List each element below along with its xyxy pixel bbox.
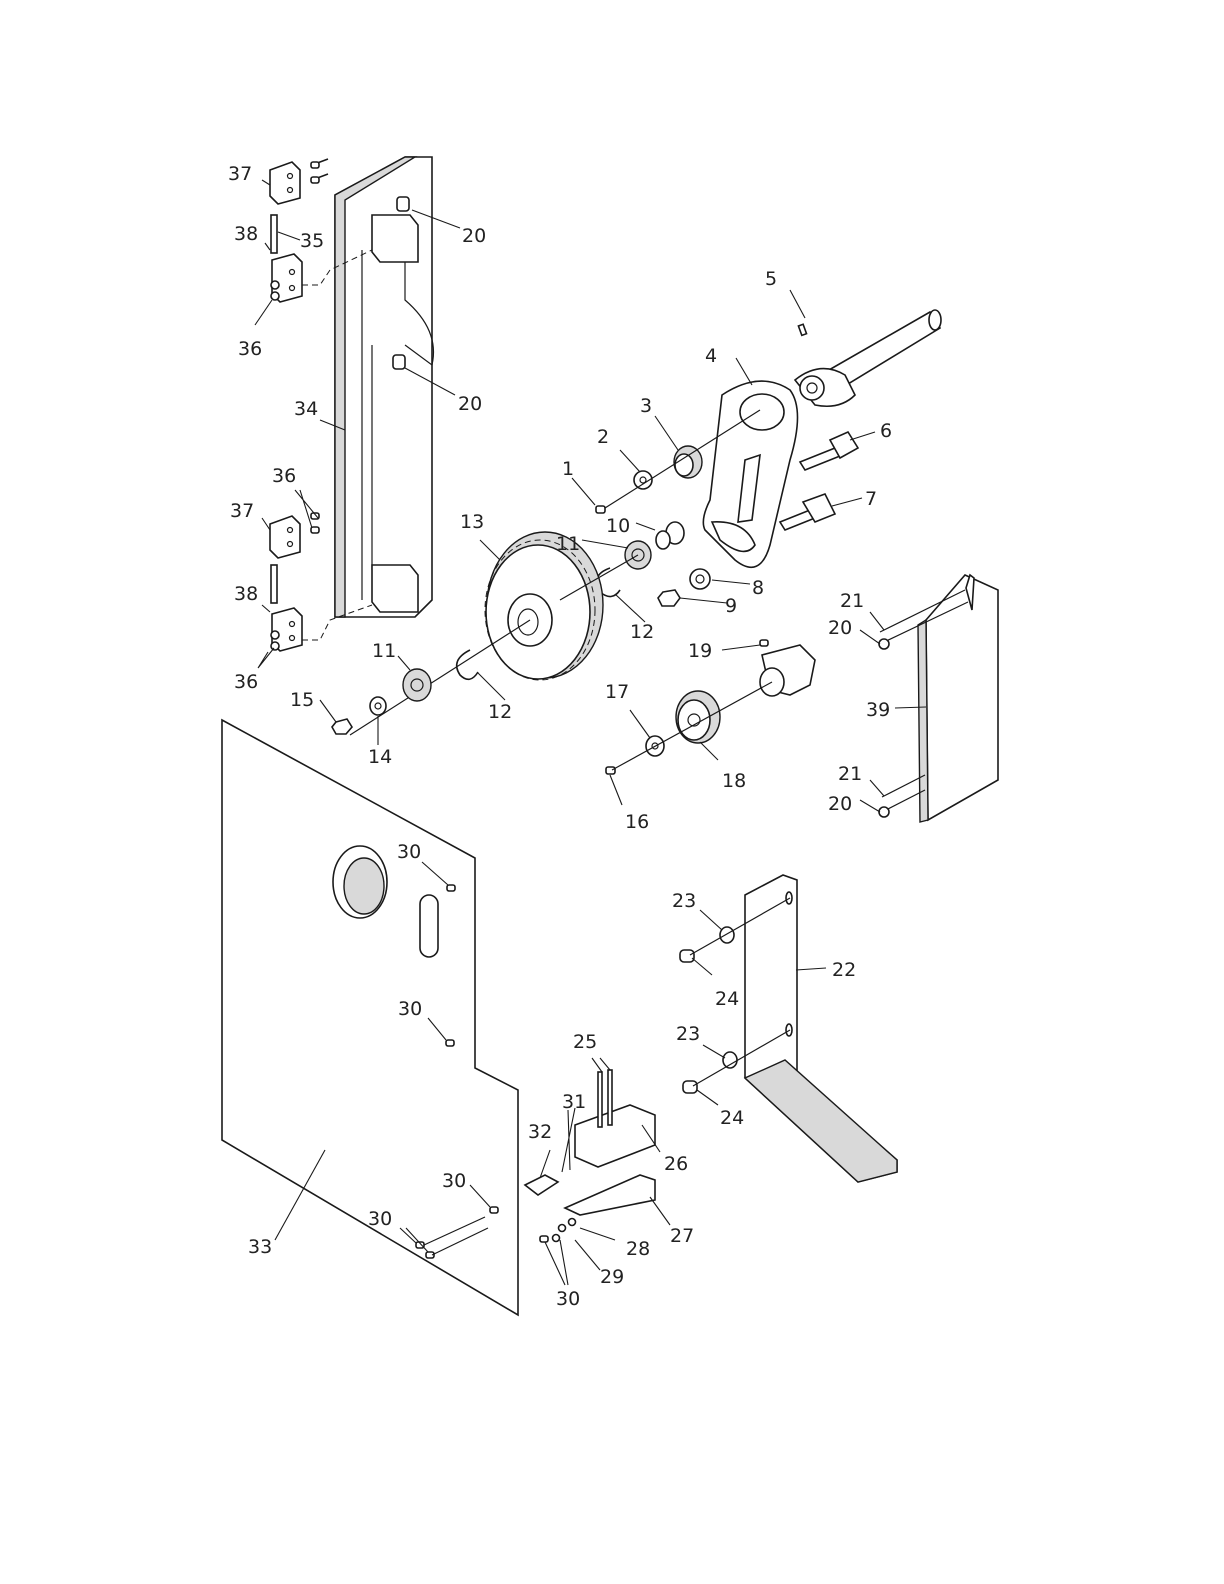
part-28-29-washers <box>553 1219 576 1242</box>
callout-32: 32 <box>528 1121 552 1143</box>
callout-5: 5 <box>765 268 777 290</box>
callout-24-lower: 24 <box>720 1107 744 1129</box>
part-4-swing-arm <box>703 381 797 567</box>
part-5-spindle-shaft <box>795 310 941 406</box>
part-6-stud <box>800 432 858 470</box>
callout-20-mid: 20 <box>458 393 482 415</box>
callout-24-upper: 24 <box>715 988 739 1010</box>
part-22-chip-tray <box>745 875 897 1182</box>
callout-36-lower: 36 <box>234 671 258 693</box>
part-35-hinge-pin-lower <box>271 565 277 603</box>
callout-12-lower: 12 <box>488 701 512 723</box>
callout-20-top: 20 <box>462 225 486 247</box>
callout-12-upper: 12 <box>630 621 654 643</box>
part-32-switch <box>525 1175 558 1195</box>
part-26-switch-block <box>575 1070 655 1167</box>
callout-30-a: 30 <box>397 841 421 863</box>
callout-38-lower: 38 <box>234 583 258 605</box>
part-10-bushing <box>656 522 684 549</box>
callout-29: 29 <box>600 1266 624 1288</box>
callout-30-c: 30 <box>442 1170 466 1192</box>
callout-37-upper: 37 <box>228 163 252 185</box>
part-39-cover-plate <box>879 575 998 822</box>
part-7-stud <box>780 494 835 530</box>
callout-35: 35 <box>300 230 324 252</box>
part-9-nut <box>658 590 680 606</box>
callout-8: 8 <box>752 577 764 599</box>
part-14-washer <box>370 697 386 715</box>
callout-23-lower: 23 <box>676 1023 700 1045</box>
part-24-screw-upper <box>680 950 694 962</box>
part-37-hinge-upper <box>270 159 328 204</box>
callout-2: 2 <box>597 426 609 448</box>
callout-38-upper: 38 <box>234 223 258 245</box>
callout-21-upper: 21 <box>840 590 864 612</box>
part-34-column <box>335 157 433 617</box>
callout-23-upper: 23 <box>672 890 696 912</box>
callout-30-b: 30 <box>398 998 422 1020</box>
part-1-screw <box>596 506 605 513</box>
part-27-mount-plate <box>565 1175 655 1215</box>
callout-19: 19 <box>688 640 712 662</box>
part-24-screw-lower <box>683 1081 697 1093</box>
callout-30-e: 30 <box>556 1288 580 1310</box>
callout-13: 13 <box>460 511 484 533</box>
callout-18: 18 <box>722 770 746 792</box>
callout-6: 6 <box>880 420 892 442</box>
callout-20-right-upper: 20 <box>828 617 852 639</box>
callout-30-d: 30 <box>368 1208 392 1230</box>
callout-9: 9 <box>725 595 737 617</box>
callout-4: 4 <box>705 345 717 367</box>
callout-31: 31 <box>562 1091 586 1113</box>
part-35-hinge-pin <box>271 215 277 253</box>
callout-28: 28 <box>626 1238 650 1260</box>
callout-39: 39 <box>866 699 890 721</box>
callout-36-mid: 36 <box>272 465 296 487</box>
part-23-washer-lower <box>723 1052 737 1068</box>
callout-10: 10 <box>606 515 630 537</box>
part-16-screw <box>606 767 615 774</box>
callout-16: 16 <box>625 811 649 833</box>
callout-34: 34 <box>294 398 318 420</box>
callout-11-upper: 11 <box>556 533 580 555</box>
part-13-large-gear <box>485 532 603 680</box>
callout-20-right-lower: 20 <box>828 793 852 815</box>
callout-11-lower: 11 <box>372 640 396 662</box>
part-8-washer <box>690 569 710 589</box>
callout-33: 33 <box>248 1236 272 1258</box>
part-11-bearing-lower <box>403 669 431 701</box>
part-19-bracket <box>760 640 815 696</box>
part-37-hinge-lower <box>270 513 319 558</box>
callout-3: 3 <box>640 395 652 417</box>
callout-37-lower: 37 <box>230 500 254 522</box>
callout-14: 14 <box>368 746 392 768</box>
callout-26: 26 <box>664 1153 688 1175</box>
callout-27: 27 <box>670 1225 694 1247</box>
callout-25: 25 <box>573 1031 597 1053</box>
callout-1: 1 <box>562 458 574 480</box>
part-18-gear <box>676 691 720 743</box>
callout-36-upper: 36 <box>238 338 262 360</box>
callout-15: 15 <box>290 689 314 711</box>
callout-22: 22 <box>832 959 856 981</box>
callout-7: 7 <box>865 488 877 510</box>
callout-21-lower: 21 <box>838 763 862 785</box>
callout-17: 17 <box>605 681 629 703</box>
